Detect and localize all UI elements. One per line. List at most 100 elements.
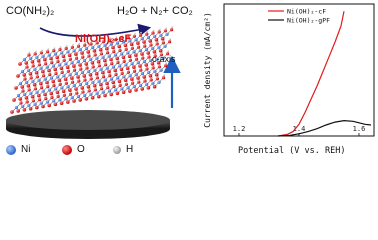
oxygen-atom	[24, 61, 29, 65]
oxygen-atom	[50, 61, 54, 65]
oxygen-atom	[19, 101, 23, 105]
nickel-atom	[118, 64, 122, 68]
oxygen-atom	[81, 55, 85, 59]
series-line-0	[277, 11, 345, 137]
oxygen-atom	[151, 66, 155, 70]
ni-legend-icon	[6, 145, 16, 155]
x-tick-label: 1.4	[293, 125, 306, 133]
nickel-atom	[82, 58, 87, 63]
atom-legend	[6, 145, 121, 155]
oxygen-atom	[87, 89, 91, 93]
oxygen-atom	[25, 65, 29, 69]
nickel-atom	[47, 53, 51, 57]
oxygen-atom	[24, 96, 29, 100]
oxygen-atom	[18, 62, 22, 66]
oxygen-atom	[14, 86, 18, 90]
oxygen-atom	[145, 32, 149, 36]
nickel-atom	[84, 46, 89, 51]
oxygen-atom	[34, 70, 39, 75]
oxygen-atom	[77, 79, 81, 83]
nickel-atom	[70, 61, 74, 65]
hydrogen-atom	[146, 30, 149, 33]
oxygen-atom	[148, 74, 153, 78]
oxygen-atom	[55, 90, 60, 95]
ni-legend-label: Ni	[21, 144, 31, 155]
oxygen-atom	[168, 40, 172, 44]
oxygen-atom	[116, 60, 120, 65]
nickel-atom	[80, 70, 85, 75]
nickel-atom	[126, 86, 130, 90]
oxygen-atom	[95, 41, 99, 45]
oxygen-atom	[35, 105, 39, 110]
nickel-atom	[132, 85, 136, 89]
oxygen-atom	[155, 42, 159, 46]
oxygen-atom	[131, 81, 135, 85]
oxygen-atom	[112, 84, 116, 89]
oxygen-atom	[80, 51, 84, 55]
oxygen-atom	[105, 46, 109, 51]
oxygen-atom	[108, 74, 112, 78]
nickel-atom	[22, 57, 27, 62]
nickel-atom	[109, 77, 114, 81]
oxygen-atom	[113, 68, 117, 73]
nickel-atom	[146, 35, 151, 40]
hydrogen-atom	[90, 40, 93, 43]
nickel-atom	[159, 33, 163, 37]
oxygen-atom	[152, 50, 157, 54]
nickel-atom	[78, 82, 83, 87]
oxygen-atom	[36, 58, 41, 63]
oxygen-atom	[51, 79, 55, 84]
oxygen-atom	[31, 99, 35, 103]
oxygen-atom	[125, 66, 130, 70]
hydrogen-atom	[158, 28, 161, 31]
oxygen-atom	[97, 64, 101, 68]
nickel-atom	[47, 88, 52, 92]
oxygen-atom	[154, 38, 159, 42]
oxygen-atom	[47, 103, 51, 108]
nickel-atom	[27, 103, 31, 107]
oxygen-atom	[71, 80, 75, 84]
oxygen-atom	[145, 67, 149, 71]
oxygen-atom	[89, 77, 93, 81]
nickel-atom	[78, 48, 82, 52]
nickel-atom	[21, 104, 25, 108]
layered-crystal	[10, 26, 174, 114]
oxygen-atom	[81, 90, 85, 94]
oxygen-atom	[77, 44, 81, 48]
oxygen-atom	[121, 55, 126, 60]
oxygen-atom	[48, 73, 52, 77]
oxygen-atom	[140, 87, 144, 91]
oxygen-atom	[70, 76, 74, 80]
oxygen-atom	[78, 63, 82, 67]
oxygen-atom	[16, 109, 21, 113]
oxygen-atom	[130, 77, 134, 81]
nickel-atom	[29, 91, 33, 95]
nickel-atom	[66, 85, 70, 89]
oxygen-atom	[157, 30, 161, 34]
oxygen-atom	[117, 79, 122, 84]
oxygen-atom	[59, 66, 64, 71]
reactant-label: CO(NH₂)₂	[6, 5, 55, 17]
nickel-atom	[128, 74, 132, 78]
oxygen-atom	[84, 62, 88, 66]
hydrogen-atom	[127, 34, 130, 36]
oxygen-atom	[62, 58, 66, 63]
oxygen-atom	[128, 58, 132, 62]
nickel-atom	[64, 97, 68, 101]
nickel-atom	[101, 55, 105, 59]
oxygen-atom	[156, 60, 161, 65]
oxygen-atom	[30, 60, 35, 64]
oxygen-atom	[150, 62, 155, 66]
nickel-atom	[114, 88, 118, 92]
oxygen-atom	[41, 104, 45, 109]
nickel-atom	[33, 67, 37, 71]
nickel-atom	[134, 73, 138, 77]
oxygen-atom	[152, 84, 157, 89]
oxygen-atom	[103, 93, 107, 98]
oxygen-atom	[23, 77, 27, 81]
oxygen-atom	[86, 85, 91, 89]
oxygen-atom	[120, 71, 124, 75]
h-legend-label: H	[126, 144, 134, 155]
oxygen-atom	[64, 46, 68, 51]
oxygen-atom	[83, 43, 87, 47]
